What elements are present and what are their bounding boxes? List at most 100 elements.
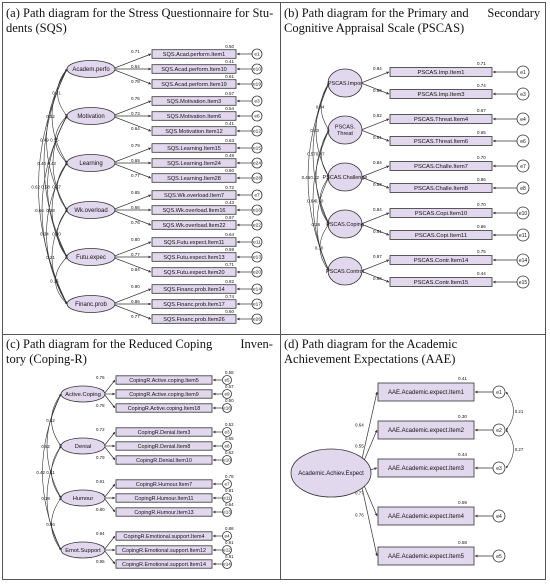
caption-a-line2: dents (SQS)	[6, 21, 67, 35]
r2-value: 0.54	[225, 106, 234, 111]
r2-value: 0.74	[477, 83, 486, 88]
loading-value: 0.86	[373, 88, 382, 93]
latent-pscas-label: PSCAS.	[335, 125, 356, 131]
error-term	[251, 189, 263, 201]
loading-value: 0.78	[131, 79, 140, 84]
error-term-label: e26	[253, 317, 261, 323]
indicator-box-label: SQS.Motivation.Item6	[167, 114, 221, 120]
error-term	[222, 427, 232, 437]
indicator-box-label: SQS.Acad.perform.Item10	[161, 67, 227, 73]
r2-value: 0.67	[477, 108, 486, 113]
correlation-value: 0.62	[31, 185, 40, 190]
error-term-label: e5	[224, 378, 230, 383]
correlation-value: 0.40	[37, 161, 46, 166]
error-term	[251, 63, 263, 75]
loading-value: 0.64	[131, 126, 140, 131]
panel-divider-horizontal	[3, 334, 545, 335]
indicator-box	[389, 208, 493, 218]
loading-value: 0.66	[131, 205, 140, 210]
r2-value: 0.82	[225, 279, 234, 284]
loading-value: 0.77	[355, 491, 364, 496]
r2-value: 0.41	[225, 59, 234, 64]
covariance-arc	[51, 209, 68, 305]
covariance-arc	[319, 223, 330, 272]
covariance-arc	[51, 497, 62, 551]
correlation-value: 0.21	[46, 255, 55, 260]
error-term-label: e11	[253, 240, 261, 246]
covariance-arc	[315, 129, 330, 225]
indicator-box	[389, 67, 493, 77]
latent-pscas-label: Threat	[337, 131, 353, 137]
indicator-box	[151, 252, 237, 262]
indicator-box	[377, 458, 475, 478]
indicator-box-label: CopingR.Active.coping.Item5	[129, 378, 199, 384]
correlation-value: 0.52	[41, 444, 50, 449]
error-term	[251, 157, 263, 169]
error-term	[492, 509, 506, 523]
error-term	[516, 134, 530, 148]
error-term	[251, 48, 263, 60]
error-term-label: e3	[254, 99, 260, 105]
error-term-label: e10	[519, 211, 528, 217]
r2-value: 0.91	[225, 540, 234, 545]
r2-value: 0.63	[225, 138, 234, 143]
indicator-box-label: CopingR.Humour.Item11	[135, 496, 194, 502]
latent-coping-label: Emot.Support	[65, 548, 101, 554]
error-term-label: e13	[223, 510, 231, 515]
loading-arrow	[111, 209, 152, 226]
loading-arrow	[111, 53, 152, 70]
error-term-label: e10	[253, 67, 261, 73]
error-term	[251, 142, 263, 154]
loading-arrow	[360, 71, 390, 84]
error-term	[516, 112, 530, 126]
path-diagram-sqs: 0.71SQS.Acad.perform.Item10.50e10.64SQS.…	[31, 44, 263, 325]
error-term	[222, 531, 232, 541]
loading-arrow	[360, 129, 390, 142]
loading-value: 0.84	[373, 160, 382, 165]
loading-value: 0.93	[373, 182, 382, 187]
r2-value: 0.59	[225, 247, 234, 252]
covariance-arc	[57, 162, 68, 211]
r2-value: 0.57	[225, 384, 234, 389]
loading-value: 0.76	[355, 513, 364, 518]
error-term-label: e12	[223, 548, 231, 553]
r2-value: 0.50	[225, 44, 234, 49]
indicator-box	[151, 267, 237, 277]
indicator-box-label: SQS.Financ.prob.Item14	[163, 287, 225, 293]
r2-value: 0.60	[225, 309, 234, 314]
covariance-arc	[51, 393, 62, 447]
loading-arrow	[111, 115, 152, 132]
error-term-label: e14	[223, 562, 231, 567]
indicator-box	[389, 114, 493, 124]
correlation-value: 0.43	[47, 161, 56, 166]
indicator-box-label: SQS.Acad.perform.Item1	[163, 52, 226, 58]
indicator-box	[151, 220, 237, 230]
indicator-box	[115, 375, 213, 385]
loading-arrow	[111, 194, 152, 211]
indicator-box	[115, 479, 213, 489]
indicator-box-label: CopingR.Emotional.support.Item4	[124, 534, 205, 540]
loading-value: 0.84	[373, 207, 382, 212]
loading-value: 0.71	[131, 49, 140, 54]
caption-d-line1: (d) Path diagram for the Academic	[284, 337, 458, 351]
r2-value: 0.86	[477, 177, 486, 182]
error-term	[516, 206, 530, 220]
error-term-label: e15	[519, 280, 528, 286]
r2-value: 0.81	[225, 488, 234, 493]
loading-arrow	[111, 68, 152, 85]
loading-value: 0.81	[373, 135, 382, 140]
error-term	[251, 283, 263, 295]
indicator-box-label: PSCAS.Threat.Item6	[414, 139, 468, 145]
correlation-value: 0.64	[307, 199, 316, 204]
error-covariance-value: 0.27	[515, 447, 524, 452]
error-term	[251, 95, 263, 107]
caption-panel-a: (a) Path diagram for the Stress Question…	[6, 6, 276, 36]
r2-value: 0.75	[477, 249, 486, 254]
error-term	[516, 87, 530, 101]
loading-value: 0.69	[131, 158, 140, 163]
r2-value: 0.74	[225, 294, 234, 299]
error-covariance-arc	[505, 429, 514, 469]
loading-arrow	[103, 445, 116, 461]
indicator-box-label: CopingR.Denial.Item8	[138, 444, 191, 450]
panel-divider-vertical	[280, 3, 281, 579]
